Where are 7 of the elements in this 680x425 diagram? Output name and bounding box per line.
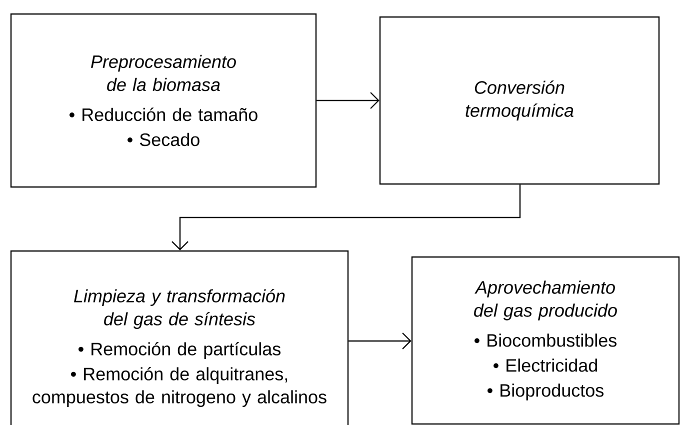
step-box: Aprovechamiento del gas producido • Biocombustibles • Electricidad • Bioproductos xyxy=(411,256,680,425)
step-box: Limpieza y transformación del gas de síntesis • Remoción de partículas • Remoción de alquitranes, compuestos de nitrogeno y alcalinos xyxy=(10,250,349,425)
arrow xyxy=(348,332,412,350)
arrow xyxy=(316,92,380,109)
step-box: Preprocesamiento de la biomasa • Reducción de tamaño • Secado xyxy=(10,13,317,188)
step-box: Conversión termoquímica xyxy=(379,16,660,185)
arrow xyxy=(172,184,521,250)
